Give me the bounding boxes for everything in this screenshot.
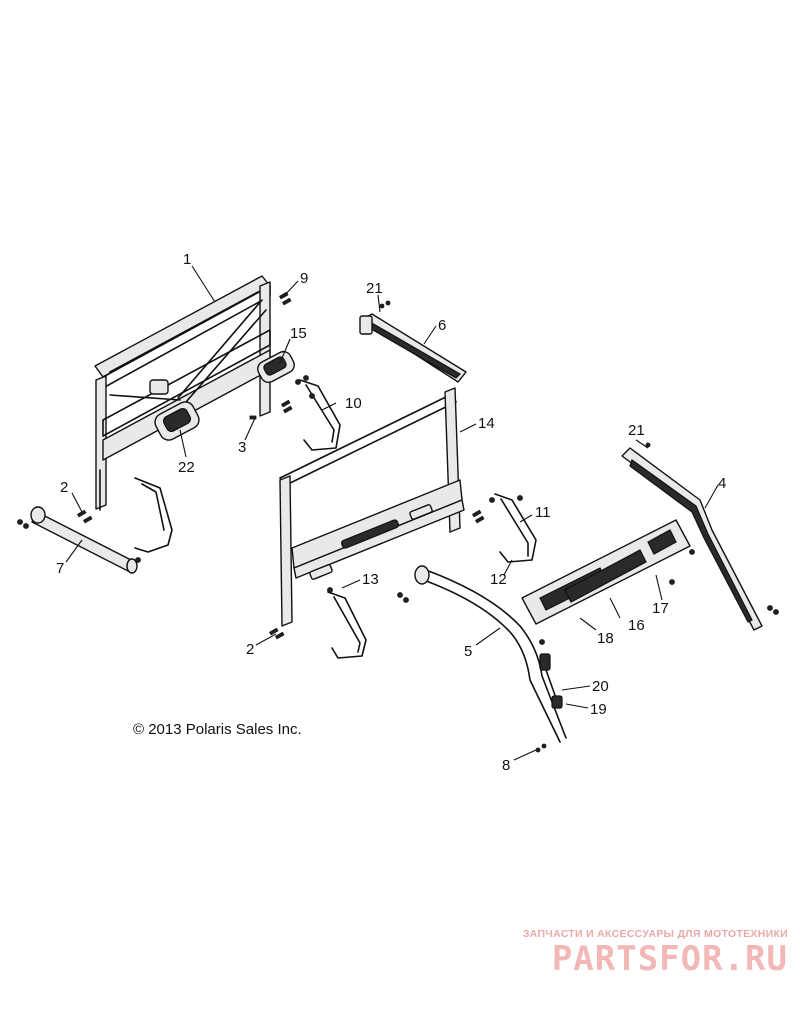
callout-6: 6: [438, 317, 446, 334]
part-11-bracket: [494, 493, 537, 563]
callout-15: 15: [290, 325, 307, 342]
hardware: [17, 291, 779, 753]
part-7-tube: [30, 506, 138, 574]
callout-17: 17: [652, 600, 669, 617]
callout-13: 13: [362, 571, 379, 588]
part-13-bracket: [327, 591, 367, 659]
part-10-bracket: [299, 379, 341, 451]
callout-9: 9: [300, 270, 308, 287]
callout-21-right: 21: [628, 422, 645, 439]
part-1-rear-frame: [94, 275, 271, 511]
callout-1: 1: [183, 251, 191, 268]
watermark-tagline: ЗАПЧАСТИ И АКСЕССУАРЫ ДЛЯ МОТОТЕХНИКИ: [522, 928, 788, 940]
leader-lines: [65, 265, 719, 761]
callout-3: 3: [238, 439, 246, 456]
part-14-middle-frame: [279, 387, 465, 627]
callout-5: 5: [464, 643, 472, 660]
callout-21-top: 21: [366, 280, 383, 297]
bracket-left: [134, 477, 173, 553]
callout-8: 8: [502, 757, 510, 774]
part-16-tailgate: [521, 519, 691, 625]
part-20-shock: [539, 653, 563, 709]
callout-14: 14: [478, 415, 495, 432]
callout-12: 12: [490, 571, 507, 588]
callout-19: 19: [590, 701, 607, 718]
part-22-light: [154, 401, 200, 441]
callout-16: 16: [628, 617, 645, 634]
callout-22: 22: [178, 459, 195, 476]
copyright-text: © 2013 Polaris Sales Inc.: [133, 721, 302, 738]
callout-4: 4: [718, 475, 726, 492]
callout-10: 10: [345, 395, 362, 412]
watermark-brand: PARTSFOR.RU: [551, 939, 788, 979]
part-5-curved-tube: [414, 565, 567, 743]
part-4-right-rail: [621, 447, 763, 631]
callout-20: 20: [592, 678, 609, 695]
watermark: ЗАПЧАСТИ И АКСЕССУАРЫ ДЛЯ МОТОТЕХНИКИ PA…: [523, 928, 788, 978]
callout-11: 11: [535, 504, 551, 521]
callout-2-left: 2: [60, 479, 68, 496]
callout-2-bottom: 2: [246, 641, 254, 658]
callout-18: 18: [597, 630, 614, 647]
callouts: 1 9 15 3 10 22 21 6 14 2 7 21 4 11 12 13…: [56, 251, 726, 774]
callout-7: 7: [56, 560, 64, 577]
part-6-rail: [359, 313, 467, 383]
